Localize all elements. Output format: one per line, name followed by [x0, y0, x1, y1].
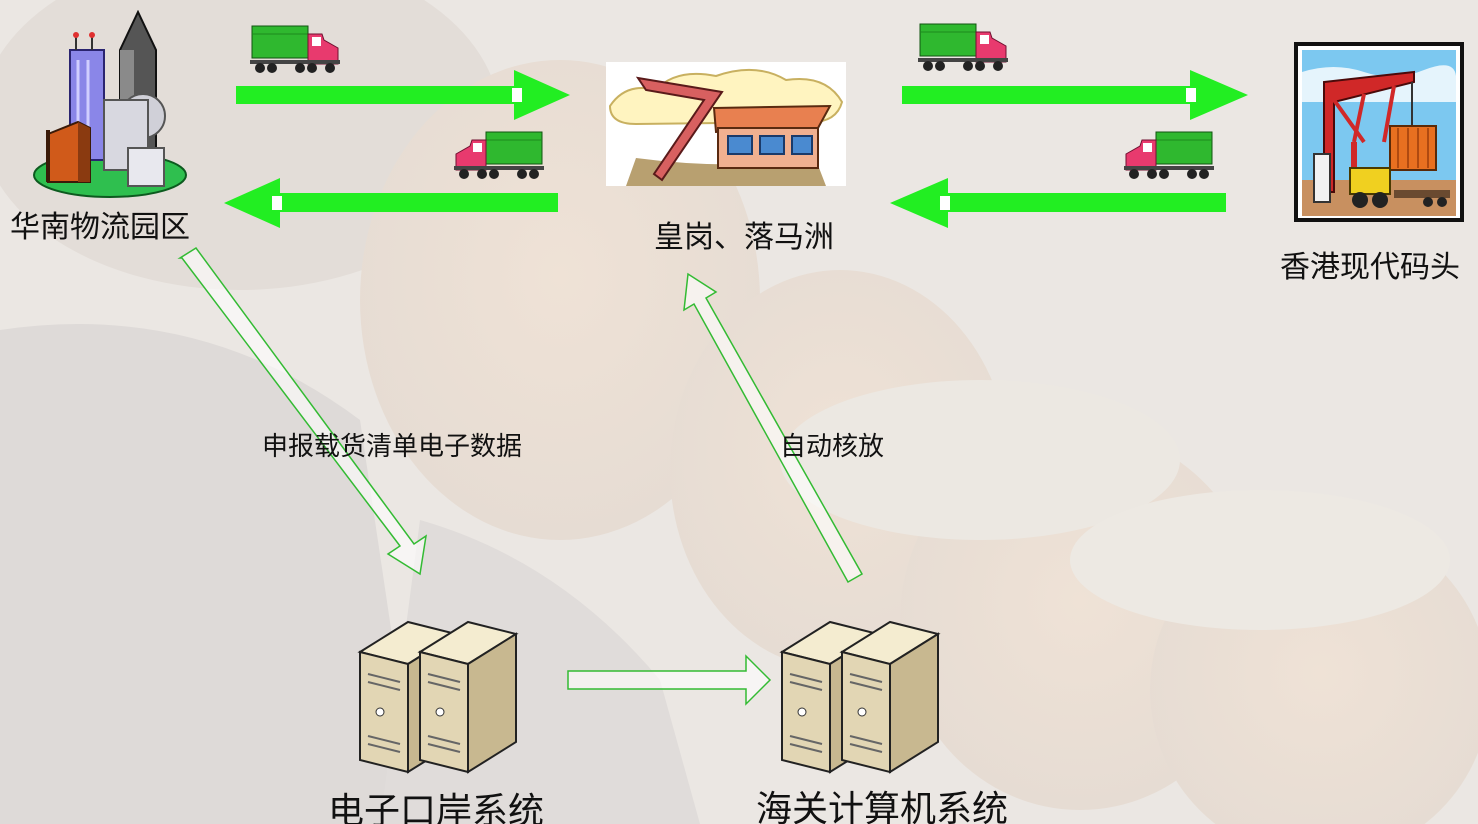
- data-arrow-declare: [177, 246, 428, 576]
- city-buildings-icon: [33, 10, 187, 198]
- border-checkpoint-building-icon: [606, 62, 846, 186]
- declare-edge-label: 申报载货清单电子数据: [262, 432, 523, 462]
- checkpoint-label: 皇岗、落马洲: [654, 220, 834, 255]
- data-arrow-release: [683, 272, 864, 584]
- truck-icon: [918, 23, 1008, 71]
- container-crane-icon: [1294, 42, 1464, 222]
- data-arrow-eport-to-customs: [567, 654, 772, 706]
- customs-system-label: 海关计算机系统: [756, 789, 1009, 824]
- truck-icon: [250, 25, 340, 73]
- truck-icon: [454, 131, 544, 179]
- release-edge-label: 自动核放: [780, 432, 885, 462]
- truck-icon: [1124, 131, 1214, 179]
- flow-arrow-checkpoint-to-hk: [902, 70, 1248, 120]
- flow-arrow-park-to-checkpoint: [236, 70, 570, 120]
- logistics-park-label: 华南物流园区: [10, 210, 190, 245]
- flow-arrow-hk-to-checkpoint: [890, 178, 1226, 228]
- server-pair-icon: [357, 620, 519, 774]
- server-pair-icon: [779, 620, 941, 774]
- flow-arrow-checkpoint-to-park: [224, 178, 558, 228]
- e-port-label: 电子口岸系统: [328, 791, 545, 824]
- hk-terminal-label: 香港现代码头: [1280, 250, 1460, 285]
